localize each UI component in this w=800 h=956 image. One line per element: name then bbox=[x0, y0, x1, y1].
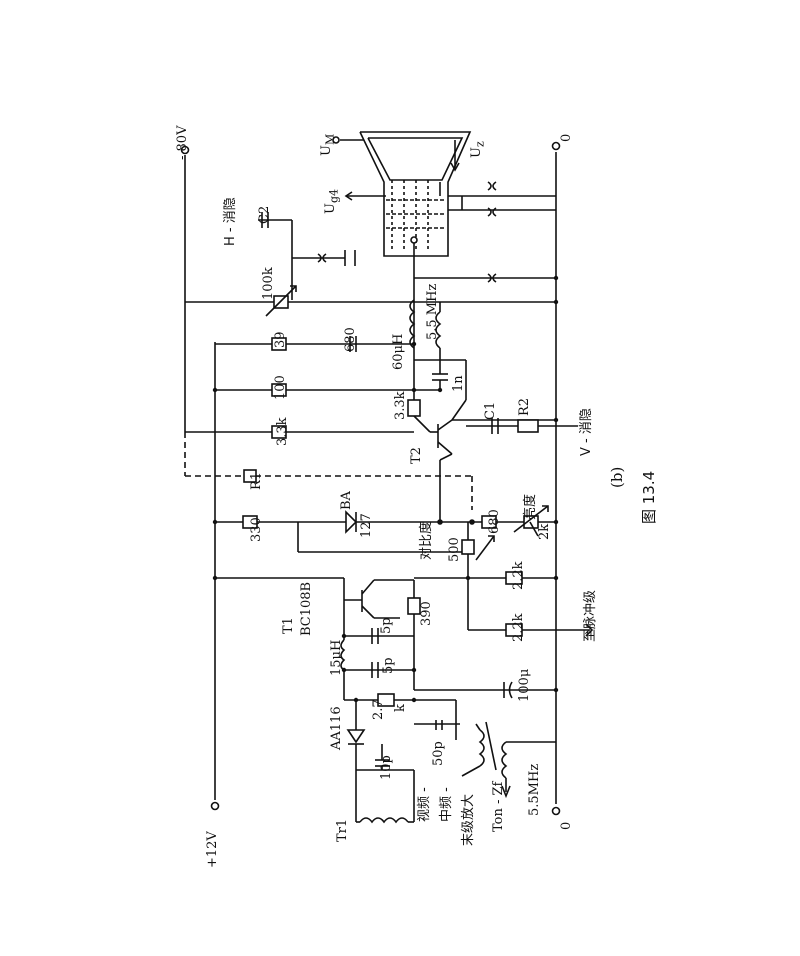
label-27k-b: k bbox=[393, 704, 408, 712]
label-10p: 10p bbox=[379, 755, 394, 780]
label-1n: 1n bbox=[451, 375, 466, 392]
label-50p: 50p bbox=[431, 741, 446, 766]
label-t1-type: BC108B bbox=[299, 581, 314, 636]
label-ba: BA bbox=[339, 491, 354, 510]
label-330: 330 bbox=[249, 517, 264, 542]
transistor-t1 bbox=[215, 577, 421, 690]
label-uz: Uz bbox=[469, 141, 487, 158]
label-aa116: AA116 bbox=[329, 706, 344, 750]
row-100k bbox=[185, 285, 556, 317]
label-um-main: U bbox=[319, 145, 334, 156]
rail-pos12v bbox=[210, 342, 220, 811]
label-uz-sub: z bbox=[473, 141, 487, 148]
label-5p-b: 5p bbox=[381, 657, 396, 674]
label-680-res: 680 bbox=[487, 509, 502, 534]
row-27k bbox=[344, 693, 457, 740]
label-2k: 2k bbox=[537, 523, 552, 540]
terminal-neg80v: - 80V bbox=[175, 125, 190, 160]
label-33k-a: 3.3k bbox=[275, 417, 290, 446]
label-t2: T2 bbox=[409, 447, 424, 464]
label-60uh: 60μH bbox=[391, 333, 406, 370]
label-v-blank: V - 消隐 bbox=[579, 408, 594, 456]
rail-ground bbox=[551, 141, 561, 816]
cap-100u bbox=[414, 681, 556, 699]
label-uz-main: U bbox=[469, 147, 484, 158]
bypass-caps bbox=[292, 181, 556, 283]
label-tr1: Tr1 bbox=[335, 818, 350, 842]
label-100k: 100k bbox=[261, 267, 276, 300]
label-33k-b: 3.3k bbox=[393, 391, 408, 420]
figure-sub-label: (b) bbox=[608, 466, 626, 488]
label-t1: T1 bbox=[281, 617, 296, 634]
label-r1: R1 bbox=[249, 471, 264, 490]
label-video-if-2: 中频 - bbox=[439, 787, 454, 822]
row-100 bbox=[215, 360, 448, 397]
label-sync: 至脉冲级 bbox=[583, 589, 598, 642]
label-15uh: 15μH bbox=[329, 639, 344, 676]
contrast-pot bbox=[297, 522, 495, 630]
label-freq: 5.5MHz bbox=[527, 763, 542, 816]
label-27k-a: 2.7 bbox=[371, 699, 386, 720]
label-video-if-3: 末级放大 bbox=[461, 793, 476, 846]
label-ug4-sub: g4 bbox=[327, 188, 341, 204]
cap-50p bbox=[414, 720, 556, 799]
label-680-cap: 680 bbox=[343, 327, 358, 352]
row-330 bbox=[215, 505, 556, 537]
label-contrast: 对比度 bbox=[419, 520, 434, 560]
terminal-zero-bottom: 0 bbox=[559, 821, 574, 830]
transformer-tr1 bbox=[355, 770, 415, 824]
label-5p-a: 5p bbox=[379, 617, 394, 634]
row-39 bbox=[215, 299, 467, 400]
row-33k bbox=[185, 360, 431, 439]
row-22k bbox=[414, 571, 594, 637]
label-c1: C1 bbox=[483, 401, 498, 420]
label-100: 100 bbox=[273, 375, 288, 400]
terminal-zero-top: 0 bbox=[559, 133, 574, 142]
terminal-pos12v: +12V bbox=[205, 831, 220, 868]
row-r1 bbox=[184, 432, 473, 510]
label-h-blank: H - 消隐 bbox=[223, 197, 238, 246]
label-ug4: Ug4 bbox=[323, 188, 341, 214]
label-r2: R2 bbox=[517, 397, 532, 416]
label-video-if-1: 视频 - bbox=[417, 787, 432, 822]
label-brightness: 亮度 bbox=[523, 493, 538, 520]
label-um-sub: M bbox=[323, 133, 337, 146]
label-ba-num: 127 bbox=[359, 513, 374, 538]
junction-dots bbox=[212, 275, 559, 703]
figure-caption: 图 13.4 bbox=[640, 470, 658, 524]
label-freq-coil: 5.5 MHz bbox=[425, 283, 440, 340]
diode-aa116 bbox=[346, 700, 414, 771]
label-500: 500 bbox=[447, 537, 462, 562]
crt-tube bbox=[332, 131, 556, 360]
label-22k-b: 2.2k bbox=[511, 613, 526, 642]
rail-neg80v bbox=[180, 145, 190, 432]
label-ton-zf: Ton - Zf bbox=[491, 781, 506, 832]
row-c1-r2 bbox=[466, 418, 578, 434]
label-ug4-main: U bbox=[323, 203, 338, 214]
row-5p-15uh bbox=[340, 604, 414, 700]
label-um: UM bbox=[319, 133, 337, 156]
label-39: 39 bbox=[273, 331, 288, 348]
label-100u: 100μ bbox=[517, 668, 532, 702]
label-c2: C2 bbox=[257, 205, 272, 224]
label-390: 390 bbox=[419, 601, 434, 626]
label-22k-a: 2.2k bbox=[511, 561, 526, 590]
